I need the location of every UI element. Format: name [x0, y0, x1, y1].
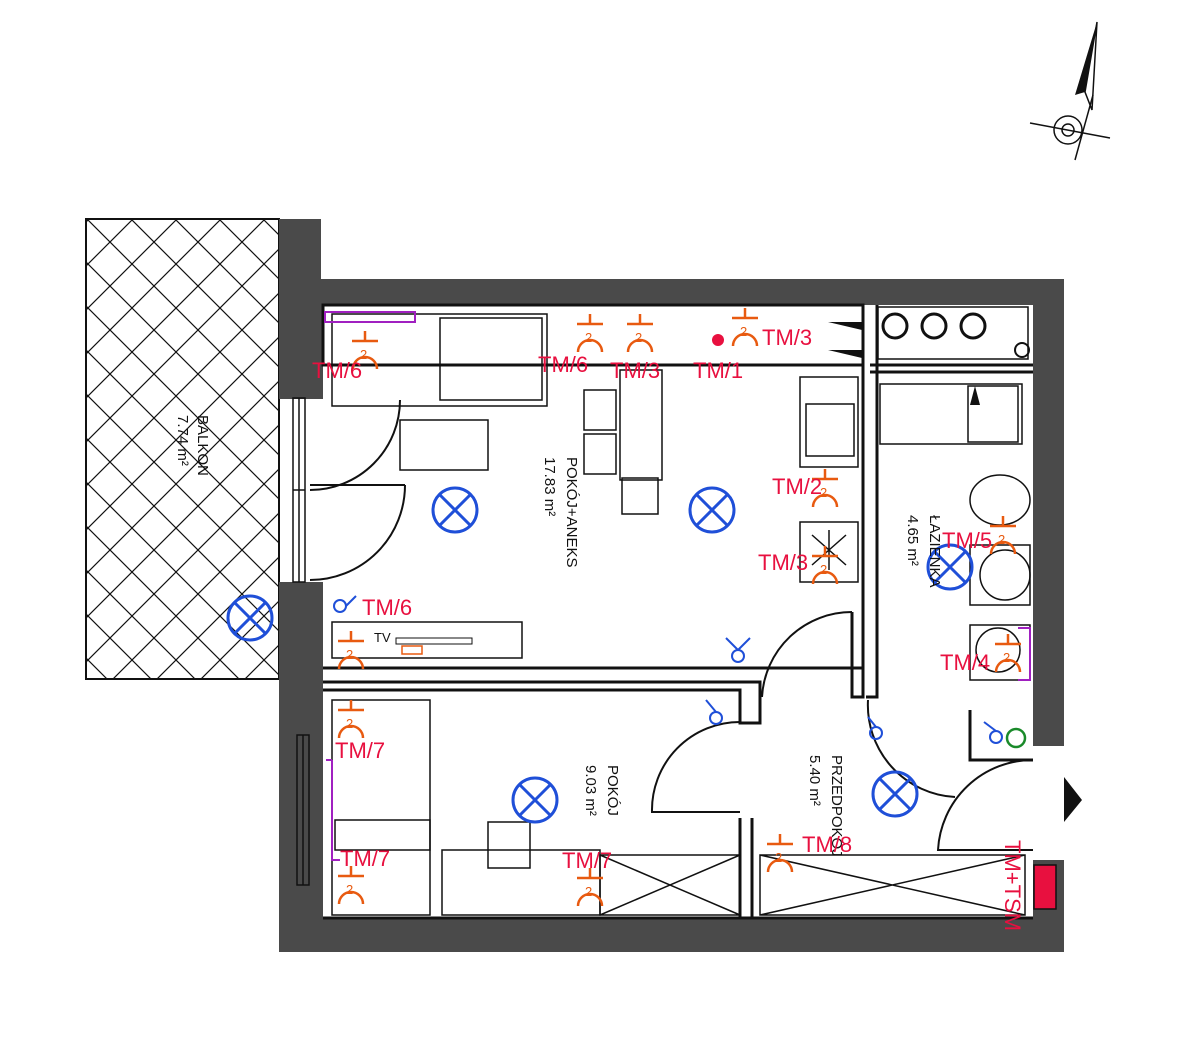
socket-label: TM/6: [312, 358, 362, 383]
svg-text:PRZEDPOKÓJ: PRZEDPOKÓJ: [828, 755, 845, 857]
socket-label: TM/7: [340, 846, 390, 871]
svg-text:9.03 m²: 9.03 m²: [582, 765, 599, 816]
svg-text:7.74 m²: 7.74 m²: [174, 415, 191, 466]
radiator-circles: [881, 312, 1030, 358]
socket-label: TM/7: [335, 738, 385, 763]
socket-label: TM/3: [762, 325, 812, 350]
kitchen-wall-arrow-icon: [828, 322, 862, 330]
balcony-area: [85, 218, 280, 680]
kitchen-hood-outlet-icon: [712, 334, 724, 346]
room-przedpokoj: PRZEDPOKÓJ 5.40 m²: [806, 755, 845, 857]
socket-label-vertical: TM+TSM: [1000, 840, 1025, 931]
svg-text:ŁAZIENKA: ŁAZIENKA: [926, 515, 943, 588]
socket-label: TM/7: [562, 848, 612, 873]
socket-label: TM/3: [610, 358, 660, 383]
socket-label: TM/5: [942, 528, 992, 553]
svg-text:POKÓJ+ANEKS: POKÓJ+ANEKS: [563, 457, 580, 567]
socket-label: TM/8: [802, 832, 852, 857]
data-line-icons: [324, 311, 1031, 861]
meter-arrow-icon: [1064, 777, 1082, 822]
svg-text:4.65 m²: 4.65 m²: [904, 515, 921, 566]
socket-label: TM/6: [538, 352, 588, 377]
socket-label: TM/4: [940, 650, 990, 675]
hob-icon: [811, 530, 847, 570]
walls: [279, 219, 1064, 952]
doors: [309, 399, 1034, 851]
svg-text:TM+TSM: TM+TSM: [1000, 840, 1025, 931]
kitchen-wall-arrow-2-icon: [828, 350, 862, 358]
svg-text:POKÓJ: POKÓJ: [604, 765, 621, 816]
svg-text:BALKON: BALKON: [194, 415, 211, 476]
socket-label: TM/2: [772, 474, 822, 499]
window-west-living: [292, 397, 306, 583]
switch-icons: [333, 595, 1003, 744]
tv-socket-icon: TV: [374, 630, 473, 655]
distribution-box: [1033, 864, 1057, 910]
room-pokoj-aneks: POKÓJ+ANEKS 17.83 m²: [541, 457, 580, 567]
ground-outlet-icon: [1005, 727, 1027, 749]
room-lazienka: ŁAZIENKA 4.65 m²: [904, 515, 943, 588]
meter-pointer-icon: [970, 386, 980, 405]
window-west-bedroom: [296, 734, 310, 886]
room-balkon: BALKON 7.74 m²: [174, 415, 211, 476]
socket-label: TM/6: [362, 595, 412, 620]
svg-text:TV: TV: [374, 630, 391, 645]
socket-label: TM/1: [693, 358, 743, 383]
furniture: [331, 306, 1031, 916]
svg-text:17.83 m²: 17.83 m²: [541, 457, 558, 516]
room-pokoj: POKÓJ 9.03 m²: [582, 765, 621, 816]
svg-text:5.40 m²: 5.40 m²: [806, 755, 823, 806]
north-arrow-icon: [1029, 21, 1111, 161]
socket-label: TM/3: [758, 550, 808, 575]
